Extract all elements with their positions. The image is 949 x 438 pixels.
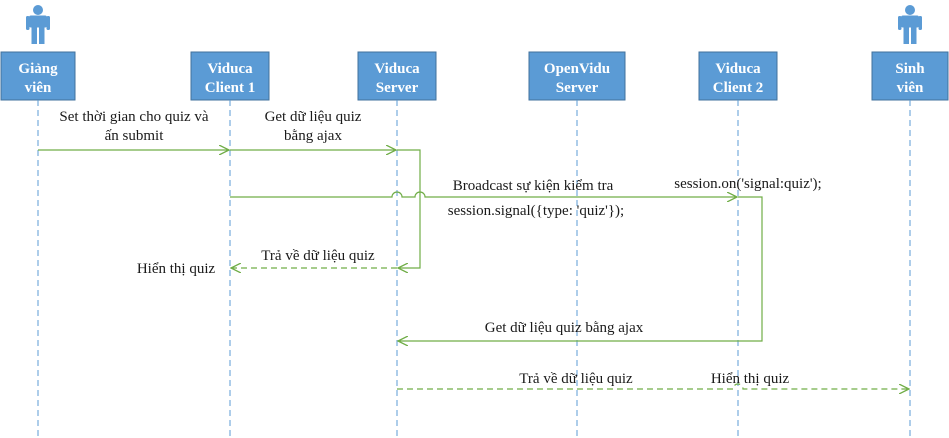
participant-openvidu: OpenVidu Server [528,51,626,101]
participant-label-line2: viên [25,80,52,96]
sinhvien-actor-icon [898,5,922,44]
participant-client1: Viduca Client 1 [190,51,270,101]
label-get-data-line1: Get dữ liệu quiz [265,109,362,125]
participant-server: Viduca Server [357,51,437,101]
participant-label-line2: viên [897,80,924,96]
participant-label-line1: Viduca [207,61,253,77]
label-return-data-1: Trả về dữ liệu quiz [261,248,375,264]
arrow-return-data-2 [397,383,909,389]
participant-label-line1: Viduca [374,61,420,77]
participant-label-line1: Giảng [18,61,58,77]
participant-sinhvien: Sinh viên [871,51,949,101]
participant-label-line2: Server [376,80,419,96]
label-set-time-line2: ấn submit [105,128,165,144]
label-broadcast: Broadcast sự kiện kiểm tra [453,178,614,194]
label-return-data-2: Trả về dữ liệu quiz [519,371,633,387]
lifelines [37,100,911,438]
giangvien-actor-icon [26,5,50,44]
label-show-quiz-2: Hiển thị quiz [711,371,790,387]
participant-giangvien: Giảng viên [0,51,76,101]
participant-label-line2: Client 2 [713,80,763,96]
participant-label-line1: Viduca [715,61,761,77]
label-signal: session.signal({type: 'quiz'}); [448,203,624,219]
arrow-get-data-ajax [398,196,763,341]
participant-label-line1: OpenVidu [544,61,610,77]
label-get-data-ajax: Get dữ liệu quiz bằng ajax [485,320,644,336]
participant-client2: Viduca Client 2 [698,51,778,101]
label-get-data-line2: bằng ajax [284,128,342,144]
participant-label-line2: Client 1 [205,80,255,96]
arrow-server-process [397,149,421,268]
label-session-on: session.on('signal:quiz'); [674,176,821,192]
label-set-time-line1: Set thời gian cho quiz và [59,109,208,125]
arrow-broadcast [230,191,737,197]
label-show-quiz-1: Hiển thị quiz [137,261,216,277]
participant-label-line2: Server [556,80,599,96]
participant-label-line1: Sinh [895,61,925,77]
